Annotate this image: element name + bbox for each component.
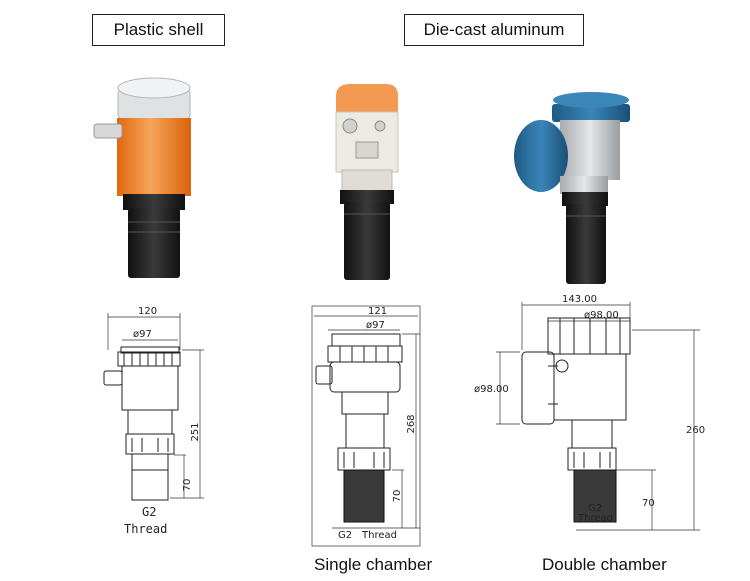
d1-thread-word-text: Thread	[124, 522, 167, 536]
single-chamber-caption: Single chamber	[314, 555, 433, 574]
d3-thread-size-text: G2	[588, 503, 602, 514]
d2-width-text: 121	[368, 306, 387, 317]
plastic-shell-sensor-photo	[93, 77, 191, 278]
double-chamber-sensor-photo	[514, 92, 630, 284]
d2-height-text: 268	[406, 414, 417, 433]
d3-width-text: 143.00	[562, 294, 597, 305]
double-chamber-caption: Double chamber	[542, 555, 667, 574]
d1-dia-text: ø97	[133, 329, 152, 340]
d3-dia-text: ø98.00	[584, 310, 619, 321]
d3-side-dia-text: ø98.00	[474, 384, 509, 395]
single-chamber-dimension-drawing	[311, 305, 421, 547]
plastic-shell-label: Plastic shell	[92, 14, 225, 46]
d2-thread-len-text: 70	[392, 490, 403, 503]
d1-thread-size-text: G2	[142, 505, 156, 519]
d3-thread-word-text: Thread	[577, 513, 613, 524]
double-chamber-dimension-drawing	[496, 302, 700, 531]
d2-thread-size-text: G2	[338, 530, 352, 541]
d2-dia-text: ø97	[366, 320, 385, 331]
d1-height-text: 251	[190, 422, 201, 441]
single-chamber-sensor-photo	[335, 84, 399, 280]
d1-thread-len-text: 70	[182, 479, 193, 492]
d1-width-text: 120	[138, 306, 157, 317]
plastic-shell-dimension-drawing	[103, 313, 204, 501]
die-cast-aluminum-label: Die-cast aluminum	[404, 14, 584, 46]
d3-thread-len-text: 70	[642, 498, 655, 509]
d2-thread-word-text: Thread	[361, 530, 397, 541]
d3-height-text: 260	[686, 425, 705, 436]
